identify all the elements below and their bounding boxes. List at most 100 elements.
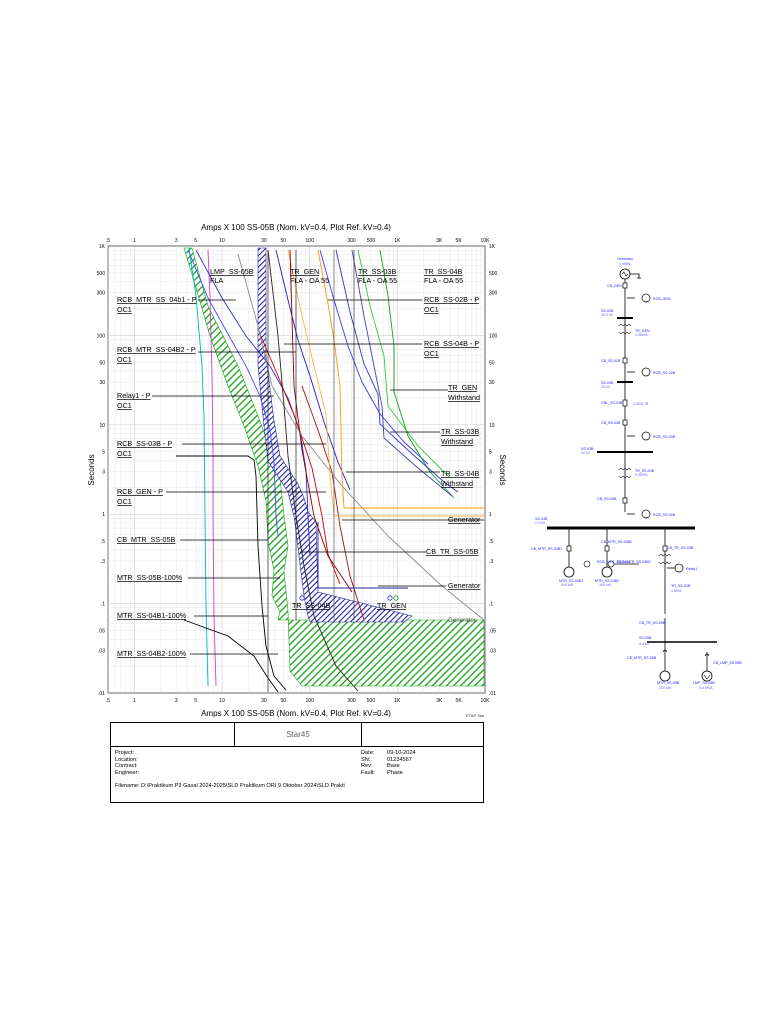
label-trgen-mark: TR_GEN — [377, 601, 406, 610]
y-tick-label: 10 — [99, 423, 105, 429]
sld-label-ss02b: SS-02B — [601, 309, 614, 313]
y-tick-label: 10 — [489, 423, 495, 429]
curve-cb-mtr-cyan — [188, 247, 209, 687]
y-tick-label: .1 — [101, 602, 105, 608]
plot-title-bottom: Amps X 100 SS-05B (Nom. kV=0.4, Plot Ref… — [201, 709, 391, 718]
plot-frame — [107, 245, 486, 694]
y-tick-label: .05 — [489, 629, 496, 635]
breaker-cb-mtr1 — [566, 545, 572, 552]
sld-labels: Generator 0.9MW CB_GEN RCB_GEN SS-02B 20… — [531, 257, 742, 690]
y-tick-label: 3 — [102, 470, 105, 476]
motor-mtr-ss05b-icon — [659, 670, 671, 682]
breaker-cb-mtr-ss05b-icon — [662, 649, 668, 653]
curve-darkred-fla — [289, 249, 353, 593]
y-tick-label: .03 — [489, 648, 496, 654]
cable-cbl-ss03b — [622, 399, 628, 407]
sld-label-cb-mtr1: CB_MTR_SS-04B1 — [531, 547, 562, 551]
sld-label-lmp-ss05b-rating: 0.5 MVA — [699, 686, 713, 690]
label-generator-2: Generator — [448, 581, 481, 590]
x-tick-label: 5K — [456, 698, 463, 704]
curve-gen-orange — [317, 249, 484, 509]
transformer-tr-ss04b-icon — [618, 468, 632, 478]
sld-label-cb-mtr-ss05b: CB_MTR_SS-05B — [627, 656, 657, 660]
lump-load-arrow-icon — [703, 674, 711, 680]
etap-tag: ETAP Star — [466, 713, 485, 718]
sld-label-cbl-len: 1.52/0.7B — [633, 402, 649, 406]
relay-rcb-ss04b-icon — [641, 509, 651, 519]
y-tick-label: .5 — [489, 539, 493, 545]
y-axis-label-left: Seconds — [88, 454, 96, 485]
curve-tr03-withstand — [335, 249, 459, 493]
title-block-cell-left — [111, 723, 235, 747]
sld-label-cbl: CBL_SS-03B — [601, 401, 623, 405]
x-tick-label: 100 — [306, 698, 315, 704]
curve-rcb-04b1 — [195, 249, 311, 557]
title-block: Star45 Project: Location: Contract: Engi… — [110, 722, 484, 803]
sld-label-rcb-ss02b: RCB_SS-02B — [653, 371, 676, 375]
y-tick-label: .05 — [98, 629, 105, 635]
breaker-cb-ss04b — [622, 497, 628, 504]
x-tick-label: 50 — [281, 238, 287, 244]
sld-label-cb-tr-ss03b: CB_TR_SS-03B — [667, 546, 694, 550]
y-tick-label: 1 — [489, 512, 492, 518]
curve-blue-verticals — [317, 522, 408, 589]
x-tick-label: 1K — [394, 698, 401, 704]
x-tick-label: 3K — [436, 238, 443, 244]
title-block-right-fields: Date:09-10-2024 SN:01234567 Rev:Base Fau… — [361, 750, 416, 776]
y-axis-label-right: Seconds — [498, 454, 507, 485]
sld-label-mtr1-rating: 500 kW — [561, 583, 574, 587]
sld-label-mtr-ss05b: MTR_SS-05B — [657, 681, 680, 685]
y-tick-label: 50 — [99, 360, 105, 366]
sld-label-ss03b-bus: SS-03B — [581, 447, 594, 451]
relay-rcb-ss02b-icon — [641, 367, 651, 377]
sld-label-cb-lmp-ss05b: CB_LMP_SS-05B — [713, 661, 742, 665]
lump-load-lmp-ss05b-icon — [701, 670, 713, 682]
sld-label-mtr1: MTR_SS-04B1 — [559, 579, 583, 583]
curve-mtr-motor — [176, 455, 287, 691]
x-tick-label: 500 — [367, 698, 376, 704]
y-tick-label: 3 — [489, 470, 492, 476]
x-tick-label: 10 — [219, 238, 225, 244]
x-tick-label: 1 — [133, 698, 136, 704]
x-tick-label: 1 — [133, 238, 136, 244]
curve-rcb-gen — [259, 333, 341, 585]
x-tick-label: 3K — [436, 698, 443, 704]
title-block-left-fields: Project: Location: Contract: Engineer: — [115, 750, 139, 776]
sld-label-cb-ss04b: CB_SS-04B — [597, 497, 617, 501]
x-tick-label: .5 — [106, 238, 110, 244]
x-tick-label: 300 — [347, 698, 356, 704]
curve-rcb-03b — [301, 385, 365, 621]
sld-label-ss05b-kv: 0.4 kV — [639, 642, 650, 646]
x-tick-label: 5 — [194, 698, 197, 704]
label-generator-1: Generator — [448, 515, 481, 524]
y-tick-label: 300 — [97, 291, 106, 297]
sld-label-ss03b: SS-03B — [601, 381, 614, 385]
y-tick-label: 30 — [489, 380, 495, 386]
relay-rcb-mtr1-icon — [583, 560, 591, 568]
relay-rcb-gen-icon — [641, 293, 651, 303]
curve-markers — [299, 595, 399, 601]
sld-label-tr-ss04b-rating: 0.9MVA — [635, 473, 648, 477]
sld-label-cb-ss03b: CB_SS-03B — [601, 421, 621, 425]
x-tick-label: 5 — [194, 238, 197, 244]
sld-label-cb-gen: CB_GEN — [607, 284, 622, 288]
y-tick-label: 500 — [97, 271, 106, 277]
sld-label-tr-ss04b: TR_SS-04B — [635, 469, 655, 473]
y-tick-label: .03 — [98, 648, 105, 654]
single-line-diagram: Generator 0.9MW CB_GEN RCB_GEN SS-02B 20… — [531, 257, 742, 690]
curve-rcb-02b — [275, 249, 351, 491]
generator-wave-icon — [621, 271, 629, 277]
sld-label-ss04b-kv: 0.4 kV — [535, 521, 546, 525]
sld-label-cb-ss02b: CB_SS-02B — [601, 359, 621, 363]
title-block-name: Star45 — [235, 723, 361, 747]
relay-relay1-icon — [674, 563, 684, 573]
y-tick-label: 5 — [102, 450, 105, 456]
